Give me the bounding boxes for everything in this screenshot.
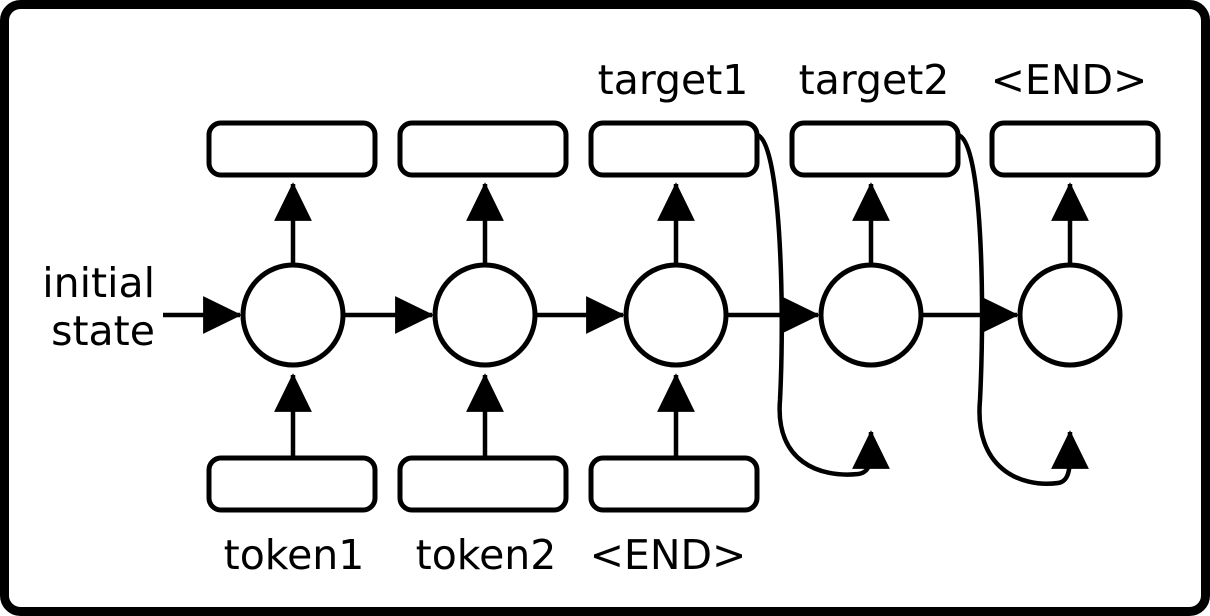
initial-state-label-line1: initial <box>42 259 155 307</box>
output-boxes <box>206 120 1161 178</box>
output-box-3[interactable] <box>588 120 760 178</box>
output-box-1[interactable] <box>206 120 378 178</box>
initial-state-label-line2: state <box>51 307 155 355</box>
output-label-4: target2 <box>799 56 950 104</box>
input-label-2: token2 <box>416 531 557 579</box>
input-label-1: token1 <box>224 531 365 579</box>
rnn-cell-4[interactable] <box>818 262 924 368</box>
rnn-cell-5[interactable] <box>1017 262 1123 368</box>
output-label-3: target1 <box>598 56 749 104</box>
input-label-3: <END> <box>590 531 747 579</box>
rnn-cell-1[interactable] <box>240 262 346 368</box>
feedback-loop-output3-to-cell4 <box>755 132 890 477</box>
output-label-5: <END> <box>991 56 1148 104</box>
input-to-cell-arrows <box>274 373 695 457</box>
input-boxes <box>206 455 760 513</box>
feedback-loop-output4-to-cell5 <box>956 132 1089 486</box>
labels: initial state target1 target2 <END> toke… <box>42 56 1147 579</box>
output-box-4[interactable] <box>789 120 961 178</box>
output-box-5[interactable] <box>989 120 1161 178</box>
input-box-2[interactable] <box>397 455 569 513</box>
input-box-3[interactable] <box>588 455 760 513</box>
output-box-2[interactable] <box>397 120 569 178</box>
feedback-loops <box>755 132 1089 486</box>
rnn-cell-3[interactable] <box>623 262 729 368</box>
rnn-cell-2[interactable] <box>432 262 538 368</box>
cell-to-output-arrows <box>274 182 1089 265</box>
input-box-1[interactable] <box>206 455 378 513</box>
